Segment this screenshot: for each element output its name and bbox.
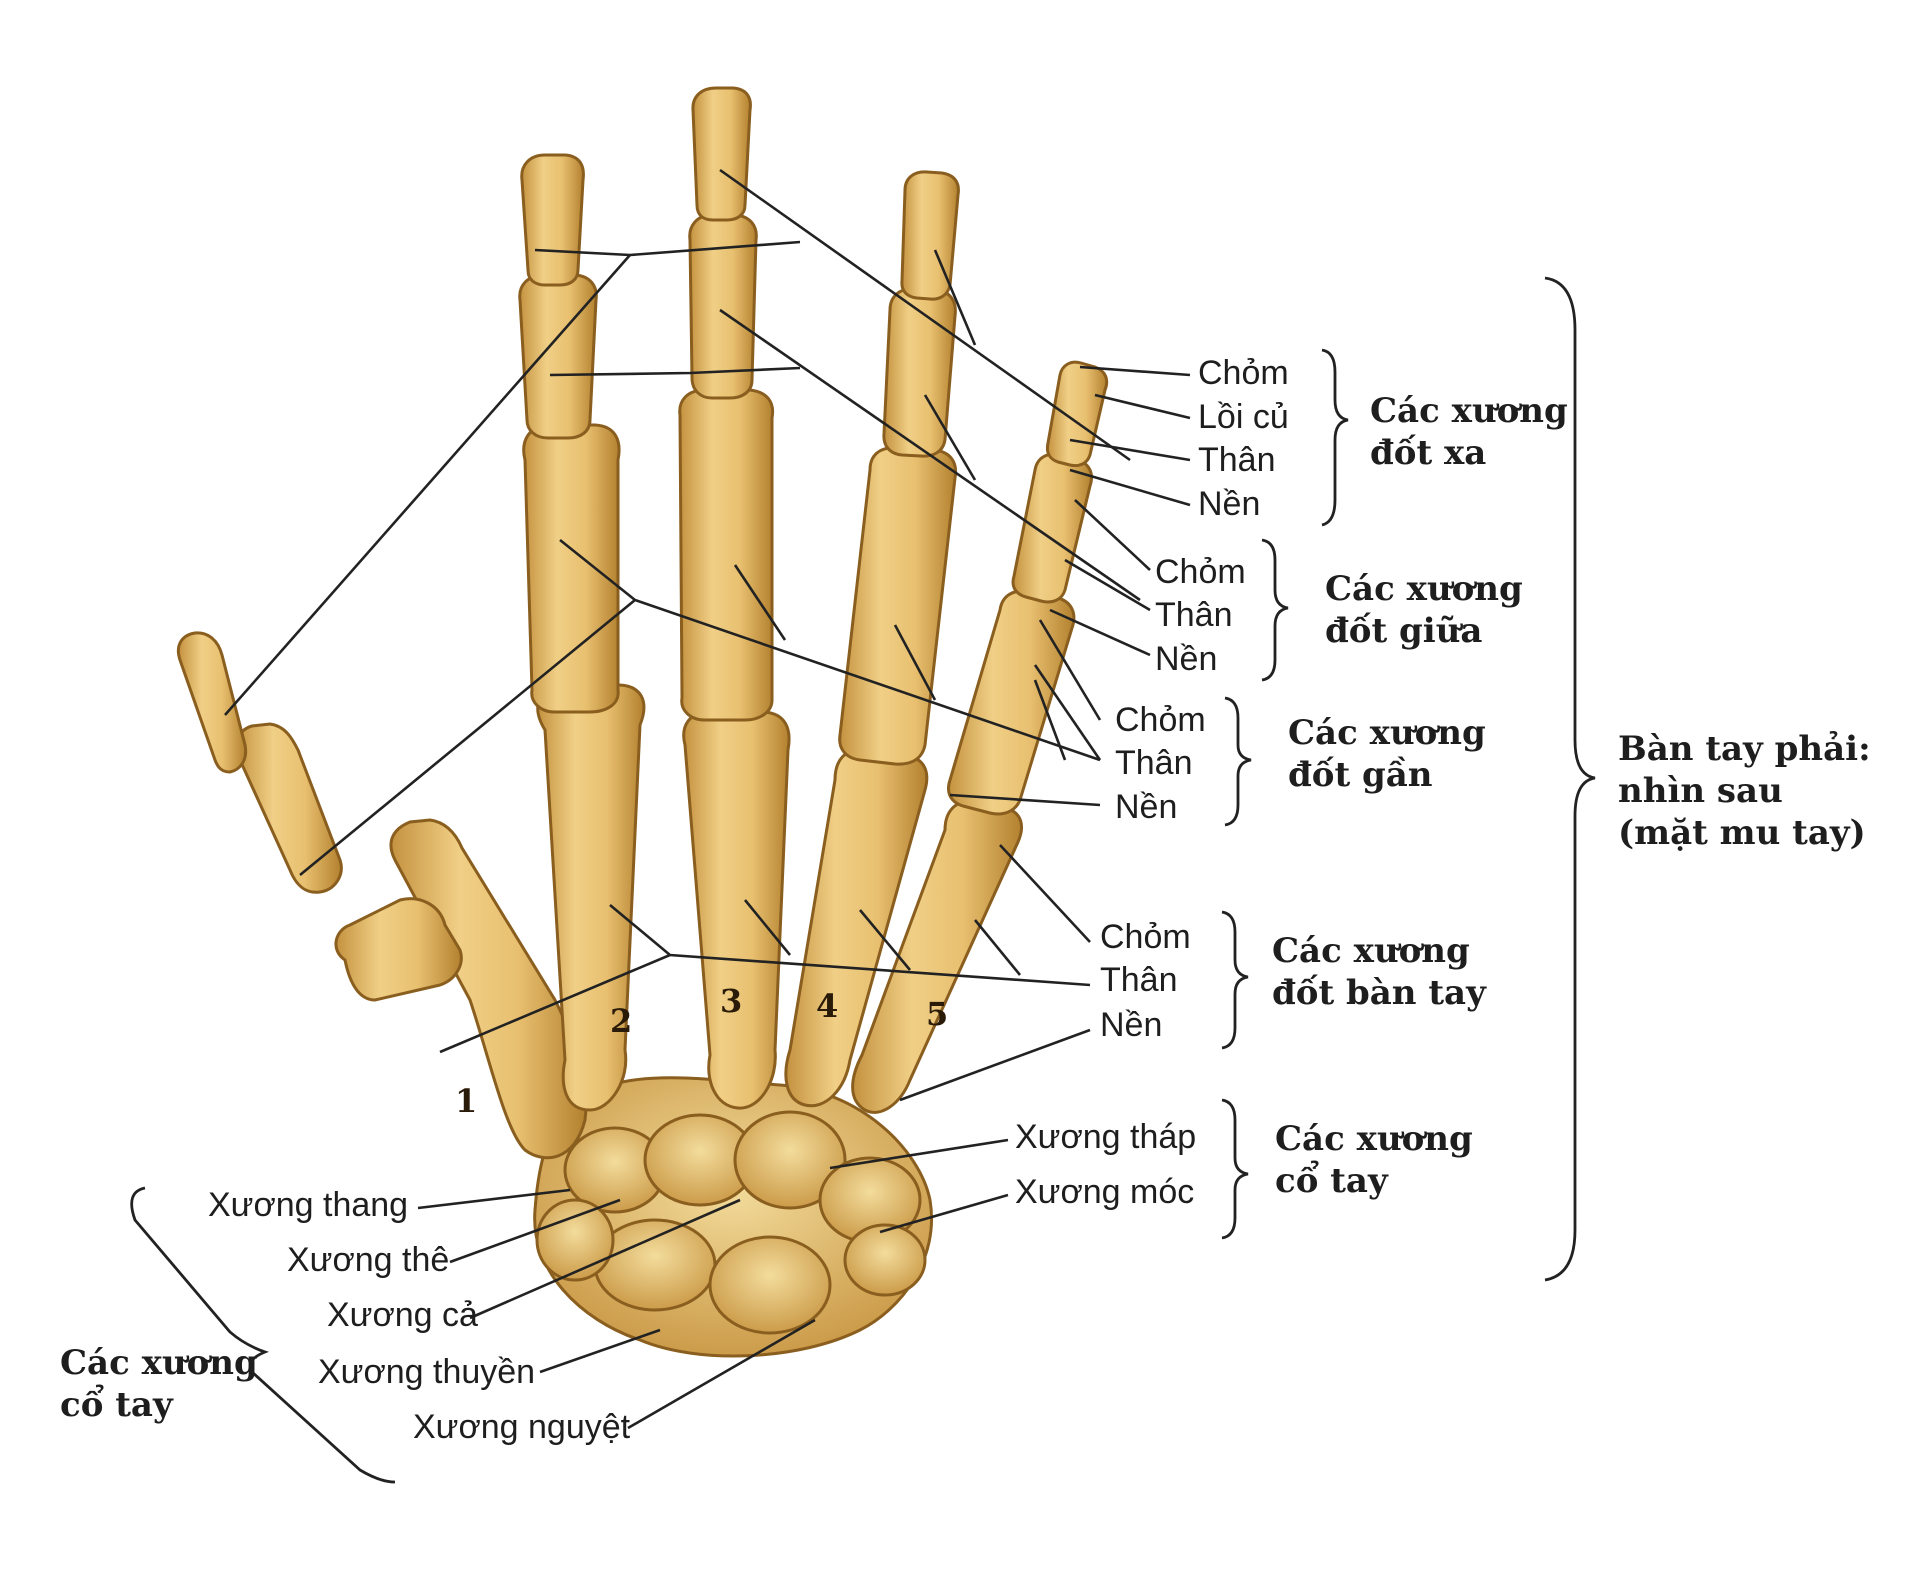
metacarpal-number-5: 5 bbox=[926, 995, 949, 1033]
proximal-base-label: Nền bbox=[1115, 788, 1178, 826]
metacarpal-group-line-2: đốt bàn tay bbox=[1272, 973, 1486, 1013]
carpal-left-group-line-2: cổ tay bbox=[60, 1385, 173, 1425]
hand-view-title: Bàn tay phải: nhìn sau (mặt mu tay) bbox=[1618, 728, 1871, 854]
hamate-label: Xương móc bbox=[1015, 1173, 1195, 1211]
trapezoid-label: Xương thê bbox=[287, 1241, 450, 1279]
proximal-phalanges-group-label: Các xương đốt gần bbox=[1288, 712, 1486, 796]
metacarpal-head-label: Chỏm bbox=[1100, 918, 1191, 956]
trapezium-label: Xương thang bbox=[208, 1186, 409, 1224]
metacarpal-number-3: 3 bbox=[720, 982, 743, 1020]
braces bbox=[130, 276, 1596, 1484]
middle-head-label: Chỏm bbox=[1155, 553, 1246, 591]
hand-title-line-3: (mặt mu tay) bbox=[1618, 813, 1866, 853]
carpal-right-group-line-2: cổ tay bbox=[1275, 1161, 1388, 1201]
middle-group-line-2: đốt giữa bbox=[1325, 611, 1483, 651]
carpals-left-group-label: Các xương cổ tay bbox=[60, 1342, 258, 1426]
middle-phalanges-group-label: Các xương đốt giữa bbox=[1325, 568, 1523, 652]
metacarpal-number-1: 1 bbox=[455, 1082, 478, 1120]
proximal-head-label: Chỏm bbox=[1115, 701, 1206, 739]
thumb-bones bbox=[176, 631, 588, 1160]
metacarpal-base-label: Nền bbox=[1100, 1006, 1163, 1044]
metacarpal-number-4: 4 bbox=[816, 987, 839, 1025]
carpal-right-group-line-1: Các xương bbox=[1275, 1119, 1473, 1159]
carpal-left-group-line-1: Các xương bbox=[60, 1343, 258, 1383]
distal-shaft-label: Thân bbox=[1198, 441, 1276, 479]
metacarpal-group-line-1: Các xương bbox=[1272, 931, 1470, 971]
leader-lines bbox=[224, 168, 1191, 1430]
lunate-label: Xương nguyệt bbox=[413, 1408, 631, 1446]
triquetrum-label: Xương tháp bbox=[1015, 1118, 1197, 1156]
index-finger-bones bbox=[518, 153, 646, 1112]
distal-phalanges-group-label: Các xương đốt xa bbox=[1370, 390, 1568, 474]
proximal-group-line-1: Các xương bbox=[1288, 713, 1486, 753]
distal-group-line-1: Các xương bbox=[1370, 391, 1568, 431]
proximal-group-line-2: đốt gần bbox=[1288, 755, 1433, 795]
scaphoid-label: Xương thuyền bbox=[318, 1353, 536, 1391]
metacarpals-group-label: Các xương đốt bàn tay bbox=[1272, 930, 1486, 1014]
metacarpal-number-2: 2 bbox=[610, 1002, 633, 1040]
carpals-right-group-label: Các xương cổ tay bbox=[1275, 1118, 1473, 1202]
middle-base-label: Nền bbox=[1155, 640, 1218, 678]
distal-base-label: Nền bbox=[1198, 485, 1261, 523]
metacarpal-shaft-label: Thân bbox=[1100, 961, 1178, 999]
middle-finger-bones bbox=[678, 86, 791, 1110]
distal-tuberosity-label: Lồi củ bbox=[1198, 398, 1289, 436]
distal-group-line-2: đốt xa bbox=[1370, 433, 1487, 473]
middle-shaft-label: Thân bbox=[1155, 596, 1233, 634]
capitate-label: Xương cả bbox=[327, 1296, 478, 1334]
hand-title-line-2: nhìn sau bbox=[1618, 771, 1783, 811]
hand-title-line-1: Bàn tay phải: bbox=[1618, 729, 1871, 769]
proximal-shaft-label: Thân bbox=[1115, 744, 1193, 782]
distal-head-label: Chỏm bbox=[1198, 354, 1289, 392]
middle-group-line-1: Các xương bbox=[1325, 569, 1523, 609]
carpal-bones-shape bbox=[533, 1076, 933, 1358]
